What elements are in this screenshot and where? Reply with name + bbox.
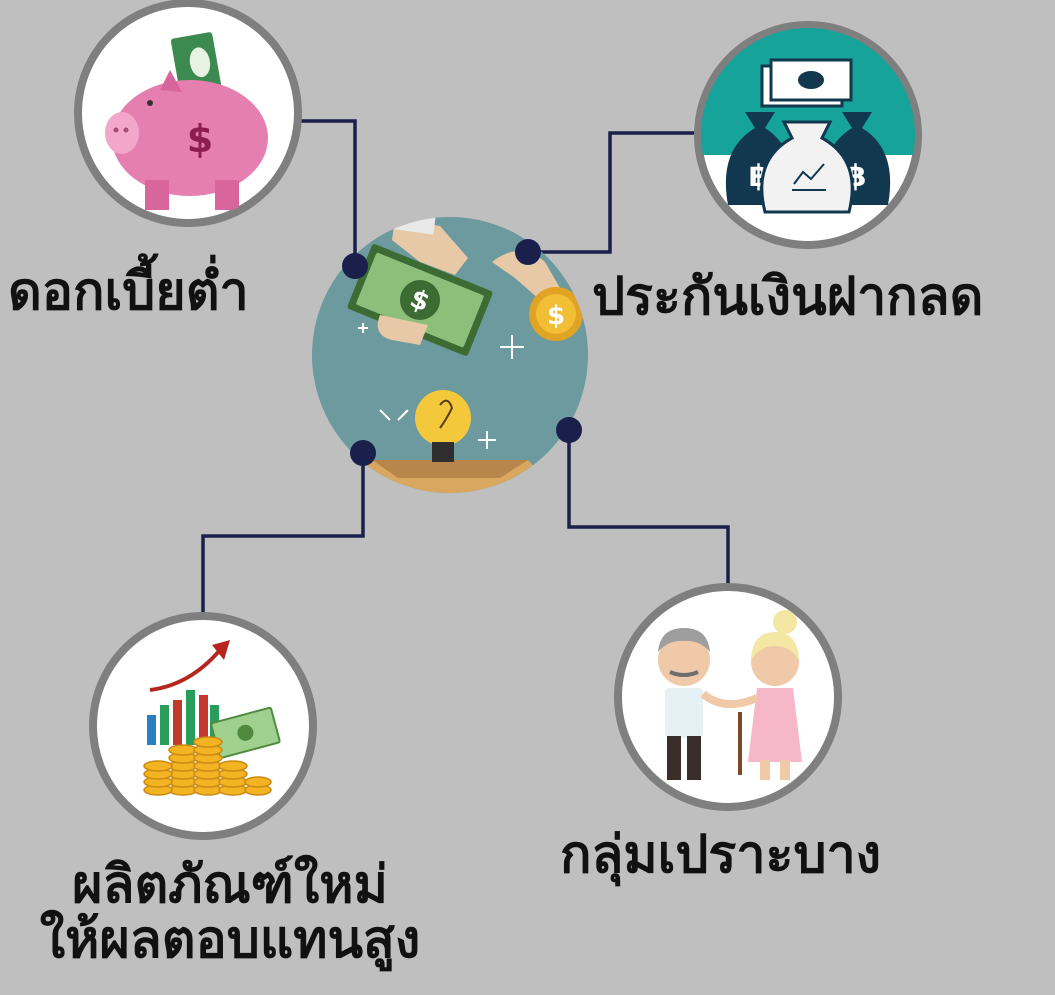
dot-low-interest: [342, 253, 368, 279]
label-new-products-line2: ให้ผลตอบแทนสูง: [39, 908, 421, 970]
label-deposit-insurance: ประกันเงินฝากลด: [592, 266, 984, 327]
connector-dots: [342, 239, 582, 466]
svg-text:$: $: [187, 117, 213, 161]
elderly-couple-icon: [658, 610, 802, 780]
label-vulnerable-group: กลุ่มเปราะบาง: [560, 824, 882, 885]
label-new-products: ผลิตภัณฑ์ใหม่ ให้ผลตอบแทนสูง: [0, 854, 460, 970]
center-illustration: $ $: [312, 217, 588, 493]
label-low-interest: ดอกเบี้ยต่ำ: [8, 261, 249, 322]
node-low-interest: $: [74, 0, 302, 227]
connector-low-interest: [298, 119, 357, 266]
dot-deposit-insurance: [515, 239, 541, 265]
node-vulnerable-group: [614, 583, 842, 811]
svg-text:$: $: [547, 301, 565, 331]
connector-new-products: [201, 453, 365, 618]
node-deposit-insurance: ฿ ฿: [694, 21, 922, 249]
label-new-products-line1: ผลิตภัณฑ์ใหม่: [72, 854, 388, 915]
coins-growth-chart-icon: [143, 640, 281, 796]
piggy-bank-icon: $: [105, 32, 268, 210]
node-new-products: [89, 612, 317, 840]
dot-vulnerable-group: [556, 417, 582, 443]
connectors: [201, 119, 730, 618]
dot-new-products: [350, 440, 376, 466]
connector-deposit-insurance: [528, 131, 696, 254]
connector-vulnerable-group: [567, 430, 730, 588]
